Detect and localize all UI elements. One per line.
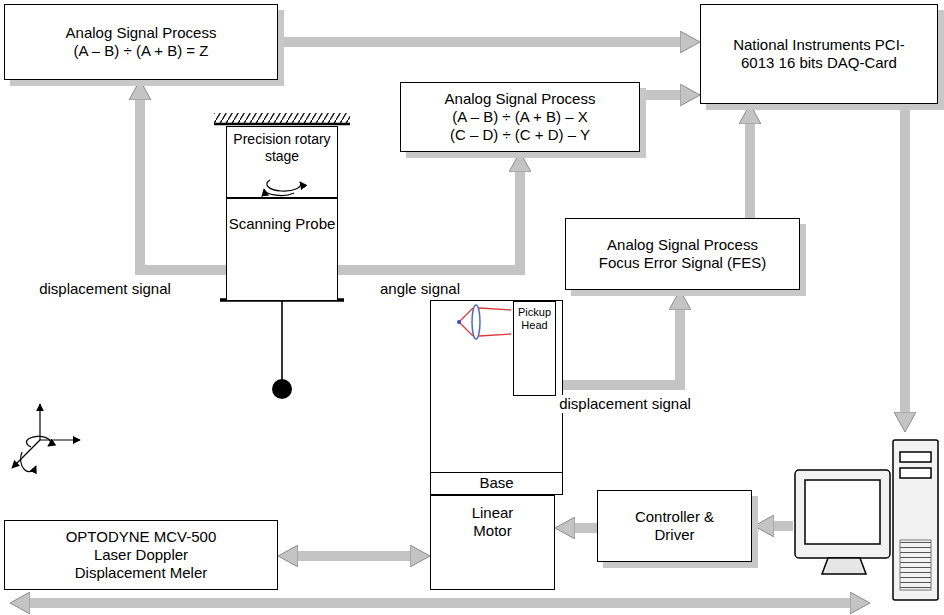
node-text: (A – B) ÷ (A + B) = Z bbox=[74, 42, 209, 60]
node-text: Pickup Head bbox=[514, 306, 555, 332]
ceiling-hatch bbox=[214, 113, 350, 123]
node-text: Linear Motor bbox=[463, 504, 523, 540]
block-arrow bbox=[563, 302, 680, 385]
rotation-symbol bbox=[264, 180, 301, 196]
stylus-ball bbox=[272, 379, 292, 399]
laser-meter-box: OPTODYNE MCV-500 Laser Doppler Displacem… bbox=[4, 520, 278, 590]
block-arrow bbox=[290, 551, 418, 561]
block-arrow bbox=[567, 523, 597, 533]
node-text: (A – B) ÷ (A + B) – X bbox=[452, 108, 587, 126]
daq-card-box: National Instruments PCI-6013 16 bits DA… bbox=[700, 4, 938, 104]
laser-optics bbox=[457, 305, 511, 339]
process-box: Analog Signal Process(A – B) ÷ (A + B) =… bbox=[4, 4, 278, 80]
ceiling-line bbox=[214, 123, 350, 126]
signal-label: displacement signal bbox=[556, 395, 694, 413]
process-box: Analog Signal Process(A – B) ÷ (A + B) –… bbox=[400, 82, 640, 152]
process-box: Analog Signal ProcessFocus Error Signal … bbox=[565, 218, 800, 290]
linear-motor: Linear Motor bbox=[430, 495, 555, 590]
controller-box: Controller & Driver bbox=[597, 490, 752, 562]
block-arrow bbox=[22, 104, 905, 603]
node-text: OPTODYNE MCV-500 Laser Doppler Displacem… bbox=[59, 528, 224, 582]
node-text: Analog Signal Process bbox=[445, 90, 596, 108]
block-arrow bbox=[278, 37, 688, 47]
node-text: Controller & Driver bbox=[635, 508, 715, 544]
node-text: Base bbox=[431, 472, 562, 494]
pickup-head: Pickup Head bbox=[513, 301, 556, 396]
node-text: Analog Signal Process bbox=[66, 24, 217, 42]
signal-label: displacement signal bbox=[36, 280, 174, 298]
base-frame: Base Pickup Head bbox=[430, 300, 563, 495]
block-arrow bbox=[640, 90, 688, 100]
node-text: Scanning Probe bbox=[229, 215, 336, 233]
node-text: Analog Signal Process bbox=[607, 236, 758, 254]
block-arrow bbox=[745, 116, 755, 218]
scanning-probe: Scanning Probe bbox=[226, 198, 338, 300]
node-text: (C – D) ÷ (C + D) – Y bbox=[450, 126, 590, 144]
stylus bbox=[281, 300, 283, 379]
block-arrow bbox=[140, 92, 226, 270]
node-text: Precision rotary stage bbox=[227, 131, 337, 165]
computer-icon bbox=[795, 440, 938, 600]
block-arrow bbox=[338, 164, 520, 270]
node-text: Focus Error Signal (FES) bbox=[599, 254, 767, 272]
rotary-stage: Precision rotary stage bbox=[226, 126, 338, 198]
axis-symbol bbox=[12, 404, 80, 472]
signal-label: angle signal bbox=[377, 280, 463, 298]
node-text: National Instruments PCI-6013 16 bits DA… bbox=[729, 36, 909, 72]
